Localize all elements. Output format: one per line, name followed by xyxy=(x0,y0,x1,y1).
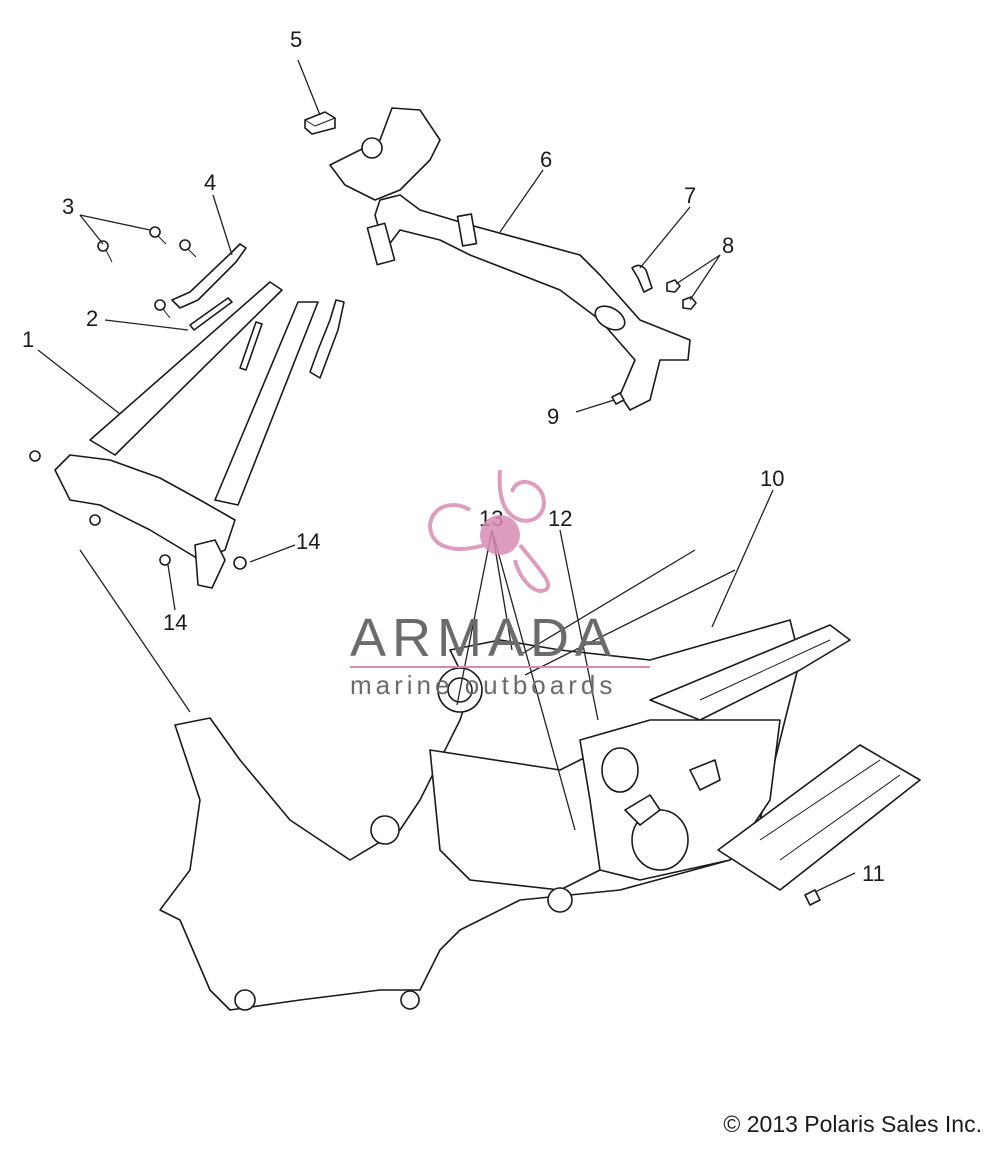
callout-8: 8 xyxy=(722,233,734,258)
leader-tunnel-long2 xyxy=(524,569,736,676)
leader-frame xyxy=(79,549,191,713)
part-5-block xyxy=(304,111,336,135)
part-10-tunnel xyxy=(649,624,851,721)
part-9-clip xyxy=(611,392,625,405)
leader-3b xyxy=(79,214,104,245)
watermark-subtitle: marine outboards xyxy=(350,670,616,700)
callout-6: 6 xyxy=(540,147,552,172)
leader-10 xyxy=(711,489,774,628)
leader-lines xyxy=(37,59,856,893)
part-1-a-frame xyxy=(29,281,319,589)
watermark: ARMADA marine outboards xyxy=(350,469,650,700)
copyright-notice: © 2013 Polaris Sales Inc. xyxy=(723,1111,982,1137)
callout-5: 5 xyxy=(290,27,302,52)
watermark-title: ARMADA xyxy=(350,608,617,668)
callout-4: 4 xyxy=(204,170,216,195)
leader-7 xyxy=(639,206,691,269)
callout-10: 10 xyxy=(760,466,784,491)
callout-7: 7 xyxy=(684,183,696,208)
callout-3: 3 xyxy=(62,194,74,219)
callout-labels: 1 2 3 4 5 6 7 8 9 10 11 12 13 14 14 xyxy=(22,27,885,886)
part-7-clip xyxy=(631,264,653,293)
callout-2: 2 xyxy=(86,306,98,331)
leader-8b xyxy=(689,254,721,301)
leader-13c xyxy=(491,529,576,831)
part-11-running-board xyxy=(717,744,921,906)
leader-13a xyxy=(456,529,493,706)
callout-14a: 14 xyxy=(296,529,320,554)
part-4-sensor xyxy=(171,243,345,379)
callout-12: 12 xyxy=(548,506,572,531)
part-chassis xyxy=(159,619,801,1011)
leader-14b xyxy=(167,564,176,611)
callout-9: 9 xyxy=(547,404,559,429)
leader-14a xyxy=(249,544,296,563)
callout-11: 11 xyxy=(862,861,885,886)
part-6-steering-post xyxy=(329,107,691,411)
leader-9 xyxy=(575,399,615,413)
leader-12 xyxy=(559,529,599,721)
leader-1 xyxy=(37,349,121,415)
leader-4 xyxy=(212,194,233,256)
part-8-nuts xyxy=(666,279,697,310)
leader-6 xyxy=(499,169,544,233)
leader-2 xyxy=(104,319,189,331)
leader-8a xyxy=(675,254,721,285)
callout-14b: 14 xyxy=(163,610,187,635)
part-3-bolts xyxy=(97,226,197,319)
leader-11 xyxy=(814,872,856,893)
propeller-logo-icon xyxy=(427,469,551,593)
leader-5 xyxy=(297,59,321,116)
leader-3a xyxy=(79,214,151,231)
part-2-strip xyxy=(189,297,263,371)
leader-tunnel-long xyxy=(519,549,696,656)
callout-1: 1 xyxy=(22,327,34,352)
